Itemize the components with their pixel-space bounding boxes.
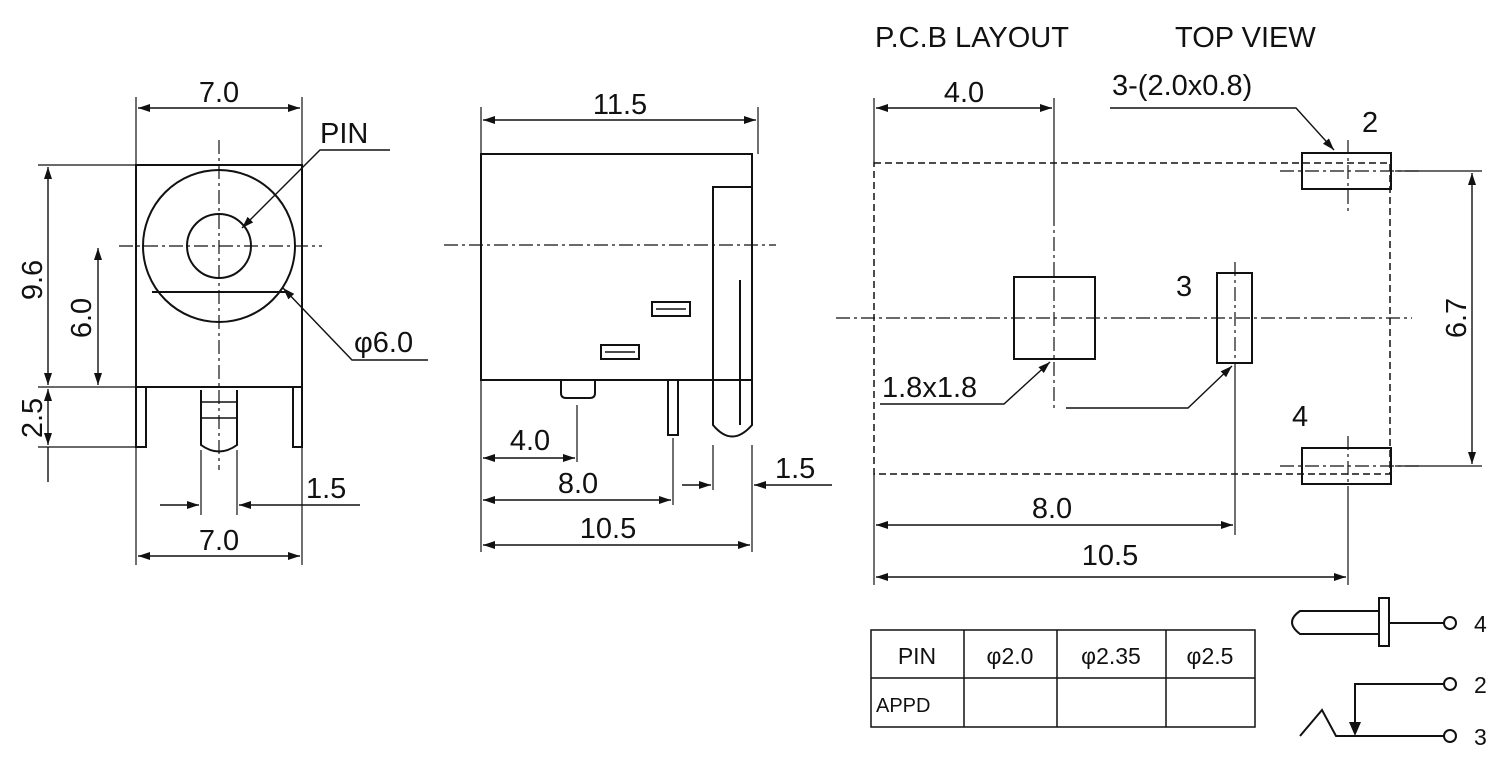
pcb-pad-3-label: 3 <box>1176 271 1192 303</box>
side-bottom-tab <box>560 380 596 399</box>
schematic-plug-flange <box>1378 597 1390 647</box>
side-slot-lower <box>600 344 640 360</box>
top-view-heading: TOP VIEW <box>1175 22 1316 54</box>
schematic-plug-sleeve <box>1291 610 1379 635</box>
diameter-leader <box>282 287 428 361</box>
front-height-label: 9.6 <box>17 260 49 300</box>
pcb-slot-leader <box>1110 107 1335 151</box>
side-dim-1-5-label: 1.5 <box>775 453 815 485</box>
front-width-bottom-label: 7.0 <box>199 525 239 557</box>
front-leg-length-label: 2.5 <box>17 398 49 438</box>
pcb-square-pad-label: 1.8x1.8 <box>882 372 977 404</box>
table-header-d2-0: φ2.0 <box>987 643 1034 669</box>
front-center-height-label: 6.0 <box>66 298 98 338</box>
table-header-d2-5: φ2.5 <box>1187 643 1234 669</box>
schematic-switch-wire <box>1354 683 1444 730</box>
side-slot-upper <box>651 301 691 317</box>
diameter-label: φ6.0 <box>354 327 413 359</box>
side-dim-4-label: 4.0 <box>510 425 550 457</box>
pcb-pad-4 <box>1301 447 1392 485</box>
table-row-appd: APPD <box>876 695 930 717</box>
pin-label: PIN <box>320 118 368 150</box>
side-dim-8-label: 8.0 <box>558 468 598 500</box>
front-width-top-label: 7.0 <box>199 77 239 109</box>
plug-size-table: PIN φ2.0 φ2.35 φ2.5 APPD <box>870 629 1256 728</box>
pin-leader <box>241 149 390 229</box>
front-view: 7.0 PIN 9.6 6.0 2.5 φ6.0 1.5 7.0 <box>17 77 428 565</box>
schematic-terminal-2 <box>1443 677 1457 691</box>
pcb-slot-callout: 3-(2.0x0.8) <box>1112 70 1252 102</box>
side-front-leg <box>712 187 753 438</box>
side-front-plate <box>712 186 753 381</box>
table-header-d2-35: φ2.35 <box>1081 643 1141 669</box>
pcb-layout-view: P.C.B LAYOUT TOP VIEW 4.0 3-(2.0x0.8) 2 … <box>836 22 1482 585</box>
jack-schematic: 4 2 3 <box>1291 597 1487 750</box>
schematic-contact-spring <box>1299 708 1444 737</box>
pcb-dim-4-label: 4.0 <box>944 77 984 109</box>
pcb-square-pad-leader <box>880 361 1051 405</box>
side-view: 11.5 4.0 8.0 1.5 10.5 <box>444 89 832 552</box>
schematic-pin-3-label: 3 <box>1474 724 1487 750</box>
side-dim-10-5-label: 10.5 <box>580 513 636 545</box>
pcb-square-pad <box>1013 276 1096 360</box>
front-leg-width-label: 1.5 <box>306 473 346 505</box>
table-header-pin: PIN <box>898 643 936 669</box>
pcb-height-label: 6.7 <box>1441 298 1473 338</box>
schematic-pin-2-label: 2 <box>1474 672 1487 698</box>
front-right-leg <box>292 386 303 448</box>
side-pin <box>667 379 679 436</box>
pcb-dim-10-5-label: 10.5 <box>1082 540 1138 572</box>
side-length-label: 11.5 <box>593 89 647 121</box>
pcb-pad-2-label: 2 <box>1362 107 1378 139</box>
schematic-terminal-4 <box>1443 616 1457 630</box>
pcb-dim-8-label: 8.0 <box>1032 493 1072 525</box>
front-left-leg <box>135 386 147 448</box>
pcb-layout-heading: P.C.B LAYOUT <box>875 22 1069 54</box>
schematic-pin-4-label: 4 <box>1474 611 1487 637</box>
pcb-pad-2 <box>1301 152 1392 190</box>
schematic-terminal-3 <box>1443 729 1457 743</box>
pcb-pad-4-label: 4 <box>1292 401 1308 433</box>
pcb-pad-3 <box>1216 272 1253 364</box>
pcb-pad-3-leader <box>1066 365 1233 409</box>
side-body-outline <box>480 153 753 381</box>
